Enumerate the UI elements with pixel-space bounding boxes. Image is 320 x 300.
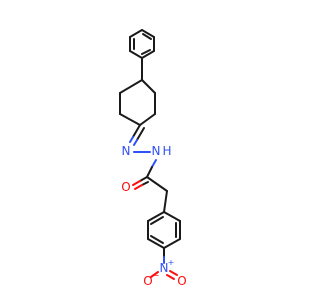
nitro-o-top-label: O (177, 274, 186, 288)
ch2-aryl-bond (163, 190, 168, 213)
carbonyl-ch2-bond (146, 176, 168, 192)
structure-diagram: N N H O N + O O − (119, 29, 187, 288)
nh-carbonyl-bond-c (146, 166, 153, 178)
nitro-n-charge: + (168, 258, 175, 267)
phenyl-ring (129, 29, 155, 59)
carbonyl-o-label: O (121, 180, 130, 194)
carbonyl-double-bond (132, 176, 149, 190)
hydrazone-nh-h-label: H (162, 144, 171, 158)
nitro-o-left-charge: − (153, 271, 160, 280)
hydrazone-nh-n-label: N (152, 144, 161, 158)
nitro-n-label: N (160, 261, 169, 275)
nitro-n-o-single-bond (150, 271, 159, 278)
nitrophenyl-ring (147, 211, 181, 249)
imine-double-bond (129, 124, 145, 146)
nitro-o-left-label: O (143, 274, 152, 288)
nitro-n-o-double-bond-b (166, 274, 175, 280)
hydrazone-n1-label: N (122, 144, 131, 158)
molecule-canvas: N N H O N + O O − (119, 29, 187, 288)
nh-carbonyl-bond-n (151, 159, 157, 168)
nitro-n-o-double-bond-a (169, 270, 178, 276)
cyclohexane-ring (119, 79, 156, 126)
